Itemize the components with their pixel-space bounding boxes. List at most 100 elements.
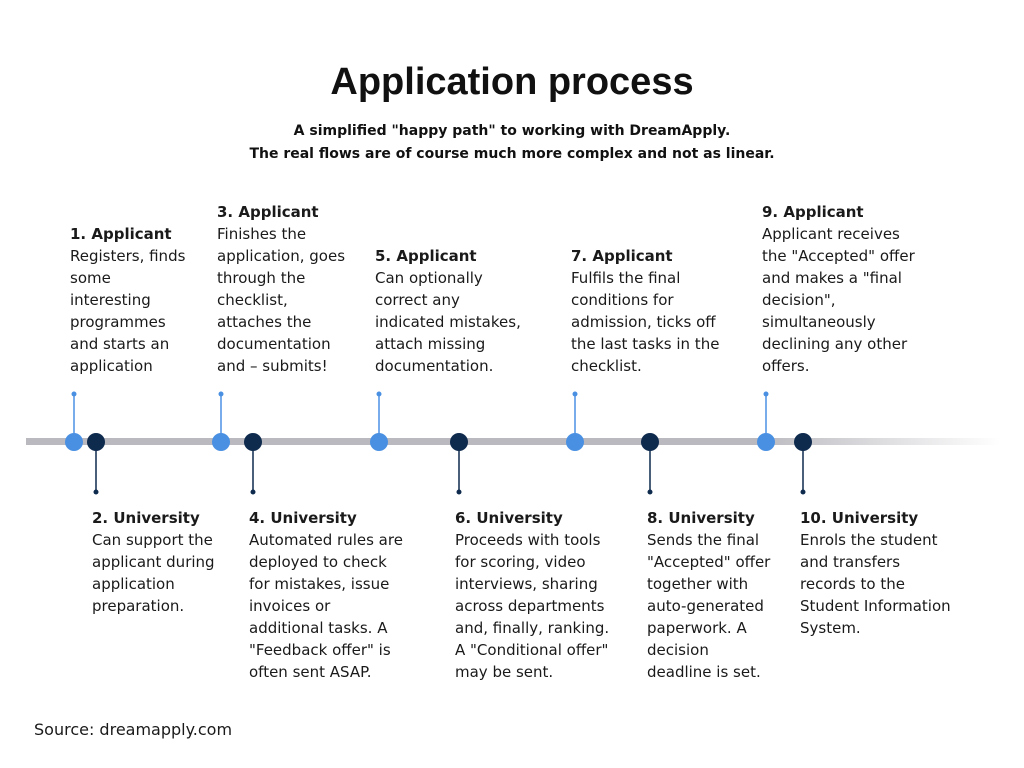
step-description-line: for mistakes, issue — [249, 575, 390, 593]
step-description: Enrols the student and transfers records… — [800, 529, 990, 639]
subtitle-line: The real flows are of course much more c… — [249, 146, 775, 162]
marker-tip — [763, 391, 769, 397]
step-description-line: documentation. — [375, 357, 494, 375]
step-title: 4. University — [249, 509, 357, 527]
marker-dot — [757, 433, 775, 451]
marker-tip — [647, 489, 653, 495]
marker-dot — [641, 433, 659, 451]
step-4-university: 4. University Automated rules are deploy… — [249, 507, 439, 683]
step-description-line: and transfers — [800, 553, 901, 571]
step-7-applicant: 7. Applicant Fulfils the final condition… — [571, 245, 756, 377]
step-description-line: Enrols the student — [800, 531, 938, 549]
step-description: Can support the applicant during applica… — [92, 529, 247, 617]
timeline-marker-5 — [370, 391, 388, 451]
step-description-line: may be sent. — [455, 663, 554, 681]
step-description-line: decision", — [762, 291, 836, 309]
step-description-line: paperwork. A — [647, 619, 747, 637]
marker-dot — [370, 433, 388, 451]
marker-tip — [93, 489, 99, 495]
step-9-applicant: 9. Applicant Applicant receives the "Acc… — [762, 201, 947, 377]
marker-tip — [800, 489, 806, 495]
page-title: Application process — [330, 61, 694, 103]
marker-dot — [244, 433, 262, 451]
step-description-line: application — [70, 357, 153, 375]
source-note: Source: dreamapply.com — [34, 720, 233, 739]
timeline-marker-8 — [641, 433, 659, 495]
step-description: Proceeds with tools for scoring, video i… — [455, 529, 645, 683]
step-description-line: invoices or — [249, 597, 331, 615]
marker-dot — [65, 433, 83, 451]
step-description-line: A "Conditional offer" — [455, 641, 609, 659]
step-description: Registers, finds some interesting progra… — [70, 245, 220, 377]
step-description-line: and, finally, ranking. — [455, 619, 610, 637]
step-description-line: the "Accepted" offer — [762, 247, 915, 265]
step-description-line: "Accepted" offer — [647, 553, 771, 571]
step-description-line: Can support the — [92, 531, 213, 549]
step-2-university: 2. University Can support the applicant … — [92, 507, 247, 617]
step-description-line: documentation — [217, 335, 331, 353]
marker-dot — [566, 433, 584, 451]
step-6-university: 6. University Proceeds with tools for sc… — [455, 507, 645, 683]
step-description-line: additional tasks. A — [249, 619, 388, 637]
step-title: 3. Applicant — [217, 203, 319, 221]
subtitle: A simplified "happy path" to working wit… — [0, 120, 1024, 166]
step-description-line: declining any other — [762, 335, 908, 353]
step-description-line: "Feedback offer" is — [249, 641, 391, 659]
step-description-line: interviews, sharing — [455, 575, 598, 593]
step-description-line: through the — [217, 269, 306, 287]
step-title: 7. Applicant — [571, 247, 673, 265]
step-description-line: conditions for — [571, 291, 674, 309]
step-description-line: simultaneously — [762, 313, 876, 331]
step-description-line: checklist, — [217, 291, 288, 309]
step-description-line: Applicant receives — [762, 225, 900, 243]
step-title: 1. Applicant — [70, 225, 172, 243]
timeline-marker-10 — [794, 433, 812, 495]
step-description-line: records to the — [800, 575, 905, 593]
marker-tip — [572, 391, 578, 397]
step-title: 8. University — [647, 509, 755, 527]
step-description-line: and – submits! — [217, 357, 328, 375]
step-description-line: application — [92, 575, 175, 593]
step-description-line: offers. — [762, 357, 810, 375]
timeline-marker-4 — [244, 433, 262, 495]
marker-dot — [87, 433, 105, 451]
step-description-line: checklist. — [571, 357, 642, 375]
step-description-line: the last tasks in the — [571, 335, 720, 353]
marker-dot — [794, 433, 812, 451]
step-description-line: Registers, finds — [70, 247, 186, 265]
marker-dot — [212, 433, 230, 451]
step-description-line: applicant during — [92, 553, 215, 571]
step-description-line: across departments — [455, 597, 605, 615]
step-description-line: attach missing — [375, 335, 486, 353]
step-description: Fulfils the final conditions for admissi… — [571, 267, 756, 377]
step-description: Applicant receives the "Accepted" offer … — [762, 223, 947, 377]
step-title: 5. Applicant — [375, 247, 477, 265]
step-10-university: 10. University Enrols the student and tr… — [800, 507, 990, 639]
step-3-applicant: 3. Applicant Finishes the application, g… — [217, 201, 377, 377]
marker-tip — [376, 391, 382, 397]
step-description-line: indicated mistakes, — [375, 313, 521, 331]
step-description-line: Student Information — [800, 597, 951, 615]
step-title: 10. University — [800, 509, 919, 527]
step-title: 2. University — [92, 509, 200, 527]
timeline-marker-2 — [87, 433, 105, 495]
step-description-line: Finishes the — [217, 225, 307, 243]
marker-tip — [250, 489, 256, 495]
step-description-line: Automated rules are — [249, 531, 403, 549]
timeline-marker-3 — [212, 391, 230, 451]
marker-tip — [456, 489, 462, 495]
step-description: Finishes the application, goes through t… — [217, 223, 377, 377]
step-description-line: Can optionally — [375, 269, 483, 287]
step-description-line: and makes a "final — [762, 269, 902, 287]
timeline-marker-7 — [566, 391, 584, 451]
timeline-line — [26, 438, 1000, 445]
step-description-line: correct any — [375, 291, 460, 309]
step-description-line: some — [70, 269, 111, 287]
step-description-line: auto-generated — [647, 597, 764, 615]
step-1-applicant: 1. Applicant Registers, finds some inter… — [70, 223, 220, 377]
subtitle-line: A simplified "happy path" to working wit… — [293, 123, 731, 139]
marker-tip — [218, 391, 224, 397]
step-description: Sends the final "Accepted" offer togethe… — [647, 529, 807, 683]
step-description: Automated rules are deployed to check fo… — [249, 529, 439, 683]
